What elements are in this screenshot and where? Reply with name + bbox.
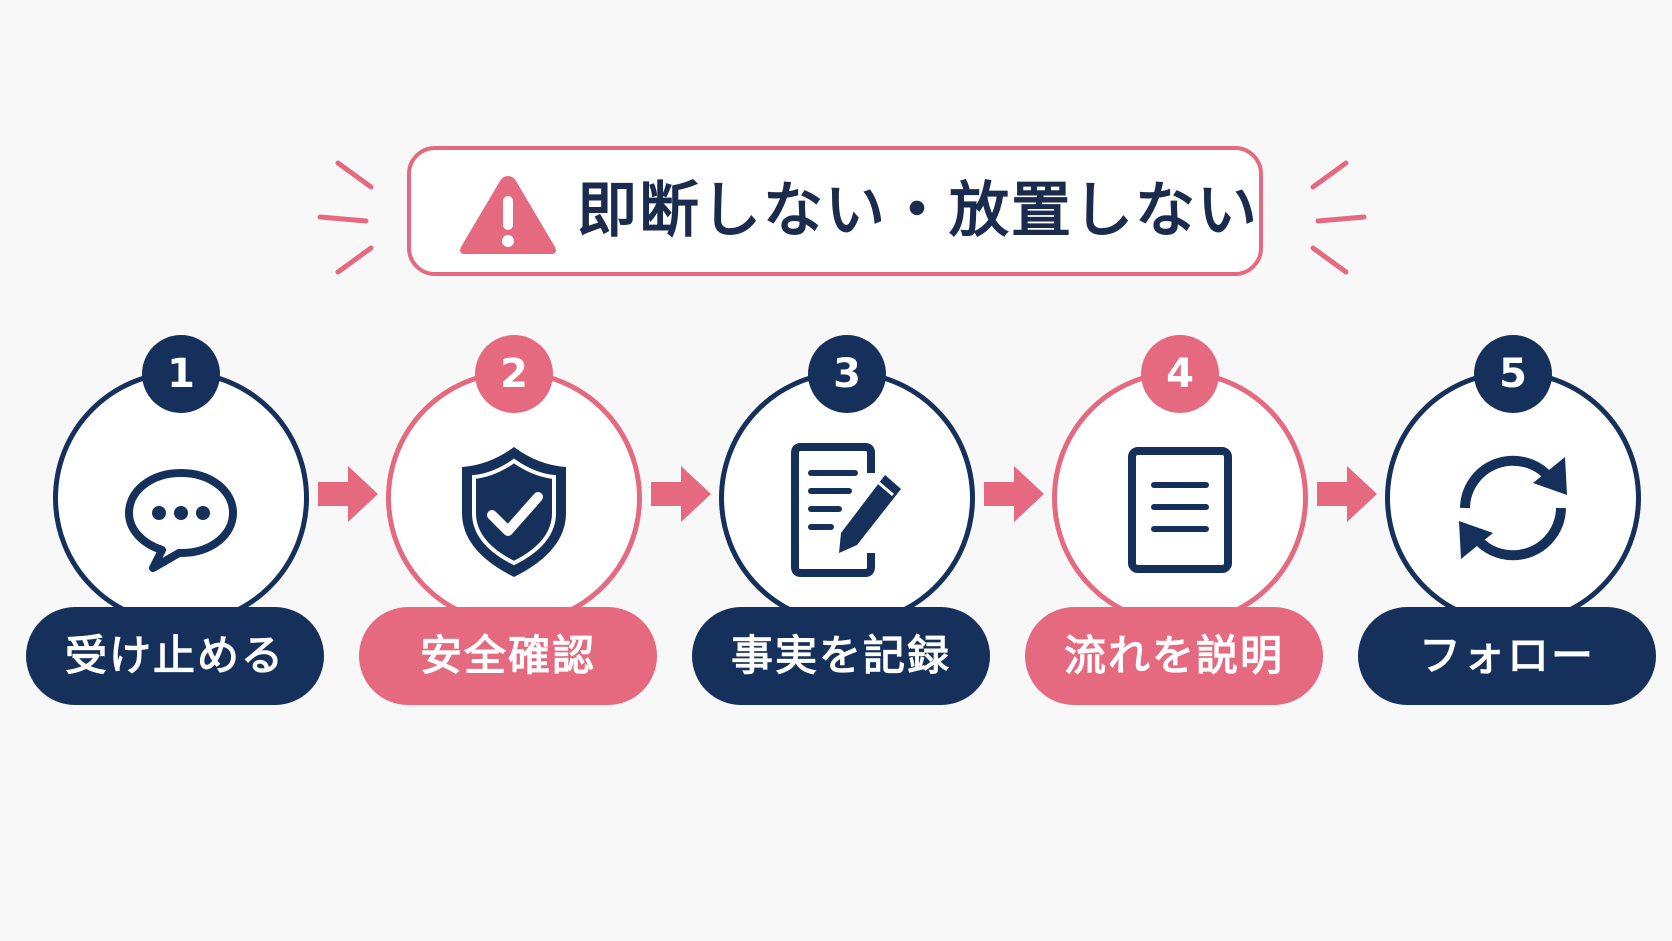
step-3: 3 事実を記録	[692, 335, 1002, 713]
step-label: フォロー	[1358, 607, 1656, 705]
step-circle	[1385, 370, 1641, 626]
arrow-right-icon	[651, 466, 711, 522]
step-4: 4 流れを説明	[1025, 335, 1335, 713]
step-number-badge: 1	[142, 335, 220, 413]
document-pen-icon	[791, 443, 901, 577]
step-number-badge: 3	[808, 335, 886, 413]
arrow-right-icon	[1317, 466, 1377, 522]
step-number-badge: 5	[1474, 335, 1552, 413]
refresh-cycle-icon	[1459, 455, 1567, 561]
step-label: 事実を記録	[692, 607, 990, 705]
emphasis-lines-right	[1310, 160, 1367, 275]
arrow-right-icon	[318, 466, 378, 522]
speech-bubble-icon	[125, 469, 237, 572]
step-label: 安全確認	[359, 607, 657, 705]
shield-check-icon	[462, 447, 566, 577]
step-2: 2 安全確認	[359, 335, 669, 713]
warning-banner: 即断しない・放置しない	[407, 146, 1263, 276]
step-label: 流れを説明	[1025, 607, 1323, 705]
emphasis-lines-left	[317, 160, 374, 275]
arrow-right-icon	[984, 466, 1044, 522]
banner-title: 即断しない・放置しない	[577, 176, 1259, 246]
document-icon	[1128, 447, 1232, 573]
warning-triangle-icon	[460, 176, 556, 254]
step-5: 5 フォロー	[1358, 335, 1668, 713]
step-number-badge: 4	[1141, 335, 1219, 413]
step-number-badge: 2	[475, 335, 553, 413]
step-1: 1 受け止める	[26, 335, 336, 713]
step-label: 受け止める	[26, 607, 324, 705]
